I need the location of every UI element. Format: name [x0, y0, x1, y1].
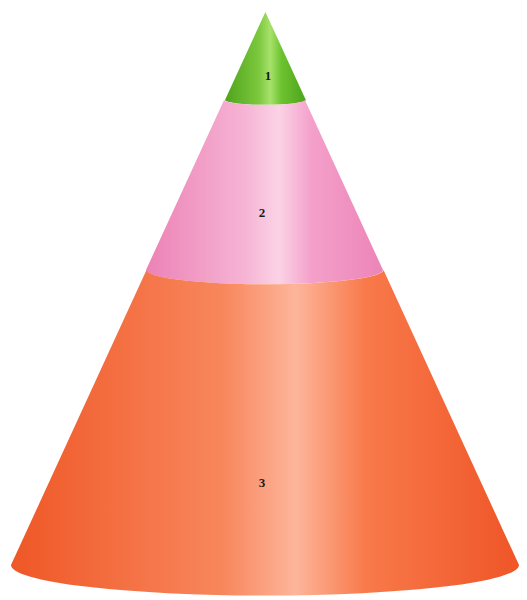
- band-number: 3: [259, 476, 266, 489]
- band-shape: [11, 270, 519, 596]
- cone-band: 1: [225, 12, 306, 106]
- band-shape: [146, 100, 383, 285]
- band-number: 1: [265, 69, 272, 82]
- cone-band: 2: [146, 100, 383, 285]
- band-fill: [11, 270, 519, 595]
- band-fill: [146, 100, 383, 284]
- cone-band: 3: [11, 270, 519, 596]
- band-number: 2: [259, 206, 266, 219]
- band-fill: [225, 12, 306, 105]
- band-shape: [225, 12, 306, 106]
